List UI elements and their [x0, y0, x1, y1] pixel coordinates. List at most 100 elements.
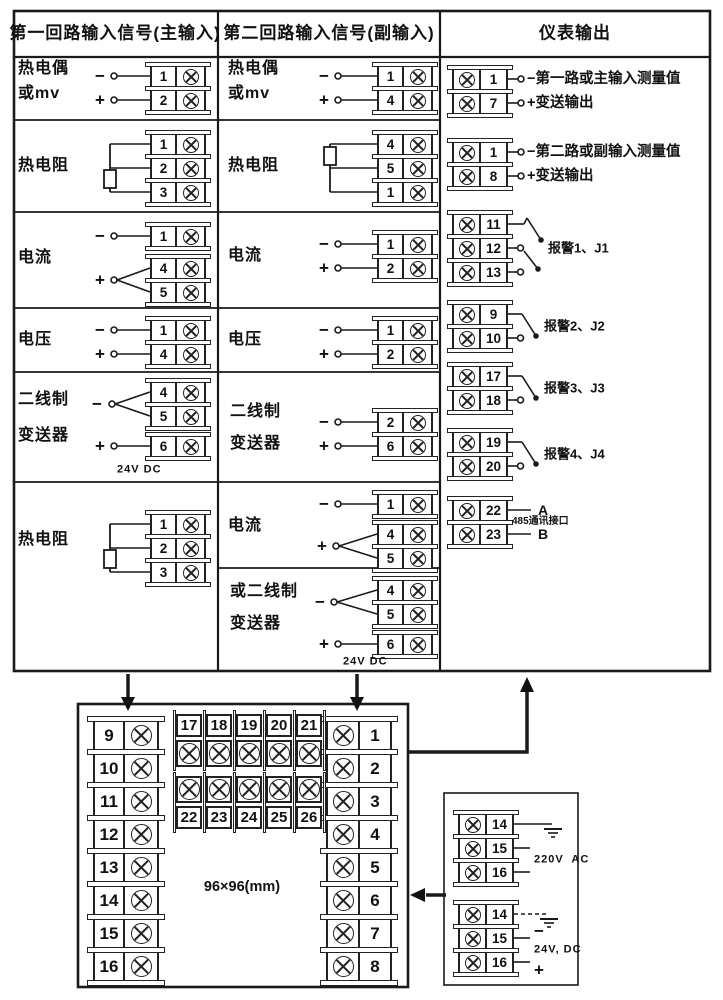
screw-icon: [454, 457, 481, 476]
screw-icon: [177, 91, 204, 110]
screw-icon: [454, 367, 481, 386]
col3-wiring: [508, 75, 544, 535]
screw-icon: [404, 525, 431, 544]
terminal-cell: 19: [452, 433, 508, 452]
label-thermocouple: 热电偶: [18, 60, 70, 77]
screw-icon: [177, 539, 204, 558]
terminal-number: 4: [379, 91, 404, 110]
ac-power-label: 220V AC: [534, 853, 590, 866]
flow-arrows: [121, 674, 534, 902]
terminal-number: 1: [152, 515, 177, 534]
output-desc-retrans: +变送输出: [527, 94, 594, 111]
screw-icon: [328, 755, 360, 782]
terminal-number: 18: [206, 714, 232, 737]
rs485-b-label: B: [538, 526, 549, 542]
terminal-cell: 3: [150, 563, 206, 582]
plus-sign: +: [317, 536, 327, 556]
terminal-number: 1: [370, 725, 380, 745]
screw-icon: [125, 788, 157, 815]
terminal-number: 13: [485, 265, 502, 280]
terminal-number: 25: [266, 806, 292, 829]
terminal-cell: 1: [150, 515, 206, 534]
terminal-number: 24: [236, 806, 262, 829]
terminal-number: 15: [95, 920, 125, 947]
terminal-cell: 19: [232, 710, 266, 771]
screw-icon: [454, 391, 481, 410]
terminal-number: 5: [152, 407, 177, 426]
screw-icon: [454, 239, 481, 258]
terminal-cell: 9: [452, 305, 508, 324]
plus-sign: +: [95, 436, 105, 456]
terminal-number: 12: [485, 241, 502, 256]
screw-icon: [454, 263, 481, 282]
terminal-cell: 25: [262, 772, 296, 833]
terminal-cell: 11: [452, 215, 508, 234]
terminal-number: 1: [379, 235, 404, 254]
terminal-cell: 13: [93, 854, 159, 881]
label-or-mv: 或mv: [18, 85, 61, 102]
terminal-cell: 1: [452, 143, 508, 162]
terminal-number: 26: [296, 806, 322, 829]
terminal-number: 1: [152, 135, 177, 154]
terminal-number: 8: [370, 956, 380, 976]
terminal-cell: 6: [326, 887, 392, 914]
plus-sign: +: [95, 270, 105, 290]
alarm2-label: 报警2、J2: [544, 318, 605, 334]
terminal-number: 14: [95, 887, 125, 914]
label-rtd: 热电阻: [228, 157, 280, 174]
screw-icon: [206, 740, 232, 767]
terminal-cell: 2: [150, 159, 206, 178]
screw-icon: [206, 776, 232, 803]
terminal-number: 1: [152, 67, 177, 86]
terminal-cell: 6: [150, 437, 206, 456]
terminal-number: 3: [152, 563, 177, 582]
screw-icon: [177, 183, 204, 202]
terminal-cell: 23: [452, 525, 508, 544]
screw-icon: [454, 143, 481, 162]
terminal-number: 5: [379, 549, 404, 568]
terminal-cell: 8: [326, 953, 392, 980]
label-or-two-wire: 或二线制: [230, 583, 299, 600]
minus-sign: −: [319, 320, 329, 340]
terminal-strip: 6: [145, 432, 211, 461]
screw-icon: [177, 67, 204, 86]
terminal-cell: 14: [93, 887, 159, 914]
label-or-mv: 或mv: [228, 85, 271, 102]
terminal-cell: 3: [150, 183, 206, 202]
minus-sign: −: [534, 921, 544, 941]
screw-icon: [328, 953, 360, 980]
screw-icon: [404, 91, 431, 110]
terminal-cell: 18: [202, 710, 236, 771]
terminal-number: 4: [370, 824, 380, 844]
terminal-cell: 4: [377, 581, 433, 600]
terminal-cell: 1: [377, 67, 433, 86]
terminal-cell: 2: [377, 413, 433, 432]
screw-icon: [177, 407, 204, 426]
terminal-number: 5: [152, 283, 177, 302]
output-desc-retrans: +变送输出: [527, 167, 594, 184]
screw-icon: [266, 776, 292, 803]
rear-terminal-box: [76, 702, 410, 989]
terminal-strip: 6: [372, 630, 438, 659]
terminal-number: 14: [491, 907, 508, 922]
minus-sign: −: [95, 226, 105, 246]
terminal-cell: 1: [150, 67, 206, 86]
terminal-number: 9: [95, 722, 125, 749]
minus-sign: −: [95, 66, 105, 86]
terminal-number: 7: [370, 923, 380, 943]
power-supply-box: [443, 792, 579, 986]
screw-icon: [404, 159, 431, 178]
terminal-strip: 11 12 13: [447, 210, 513, 287]
plus-sign: +: [534, 960, 544, 980]
terminal-number: 14: [491, 817, 508, 832]
screw-icon: [176, 740, 202, 767]
terminal-cell: 9: [93, 722, 159, 749]
screw-icon: [454, 329, 481, 348]
